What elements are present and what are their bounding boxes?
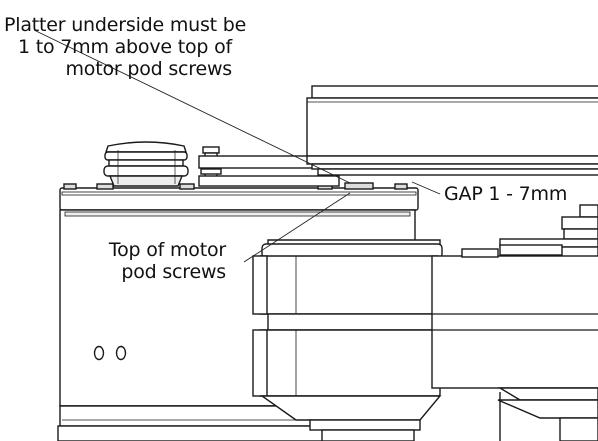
pod-hole-1 <box>93 345 105 361</box>
belt-assembly <box>198 146 340 187</box>
leader-screws-note <box>243 192 351 263</box>
leader-gap <box>411 181 441 195</box>
leader-platter-note <box>33 29 351 184</box>
pod-hole-2 <box>115 345 127 361</box>
screws-note-line-2: pod screws <box>121 261 226 283</box>
pod-screw <box>344 182 374 190</box>
motor-pulley <box>103 141 189 187</box>
belt-post-top <box>202 146 220 154</box>
motor-pod-screws-note: Top of motor pod screws <box>72 239 226 283</box>
screws-note-line-1: Top of motor <box>108 239 226 261</box>
bearing-lower-ring <box>257 329 441 397</box>
platter-note-line-1: Platter underside must be <box>4 14 247 36</box>
spindle-hardware <box>499 204 598 258</box>
platter-body <box>306 97 598 157</box>
platter-rim <box>311 85 598 99</box>
bearing-housing <box>252 239 443 441</box>
pod-screw <box>179 183 195 190</box>
chassis-block <box>431 248 598 441</box>
chassis-main <box>431 255 598 389</box>
motor-pod-top-plate <box>59 187 419 211</box>
leader-lines <box>33 29 441 263</box>
platter-note-line-3: motor pod screws <box>65 58 232 80</box>
pod-screw <box>63 183 77 190</box>
platter-underside-note: Platter underside must be 1 to 7mm above… <box>4 14 247 80</box>
bearing-upper-ring <box>257 255 441 315</box>
pod-screw <box>394 183 408 190</box>
platter <box>306 85 598 176</box>
pod-screw <box>96 183 114 190</box>
gap-label: GAP 1 - 7mm <box>444 183 568 205</box>
platter-note-line-2: 1 to 7mm above top of <box>18 36 232 58</box>
